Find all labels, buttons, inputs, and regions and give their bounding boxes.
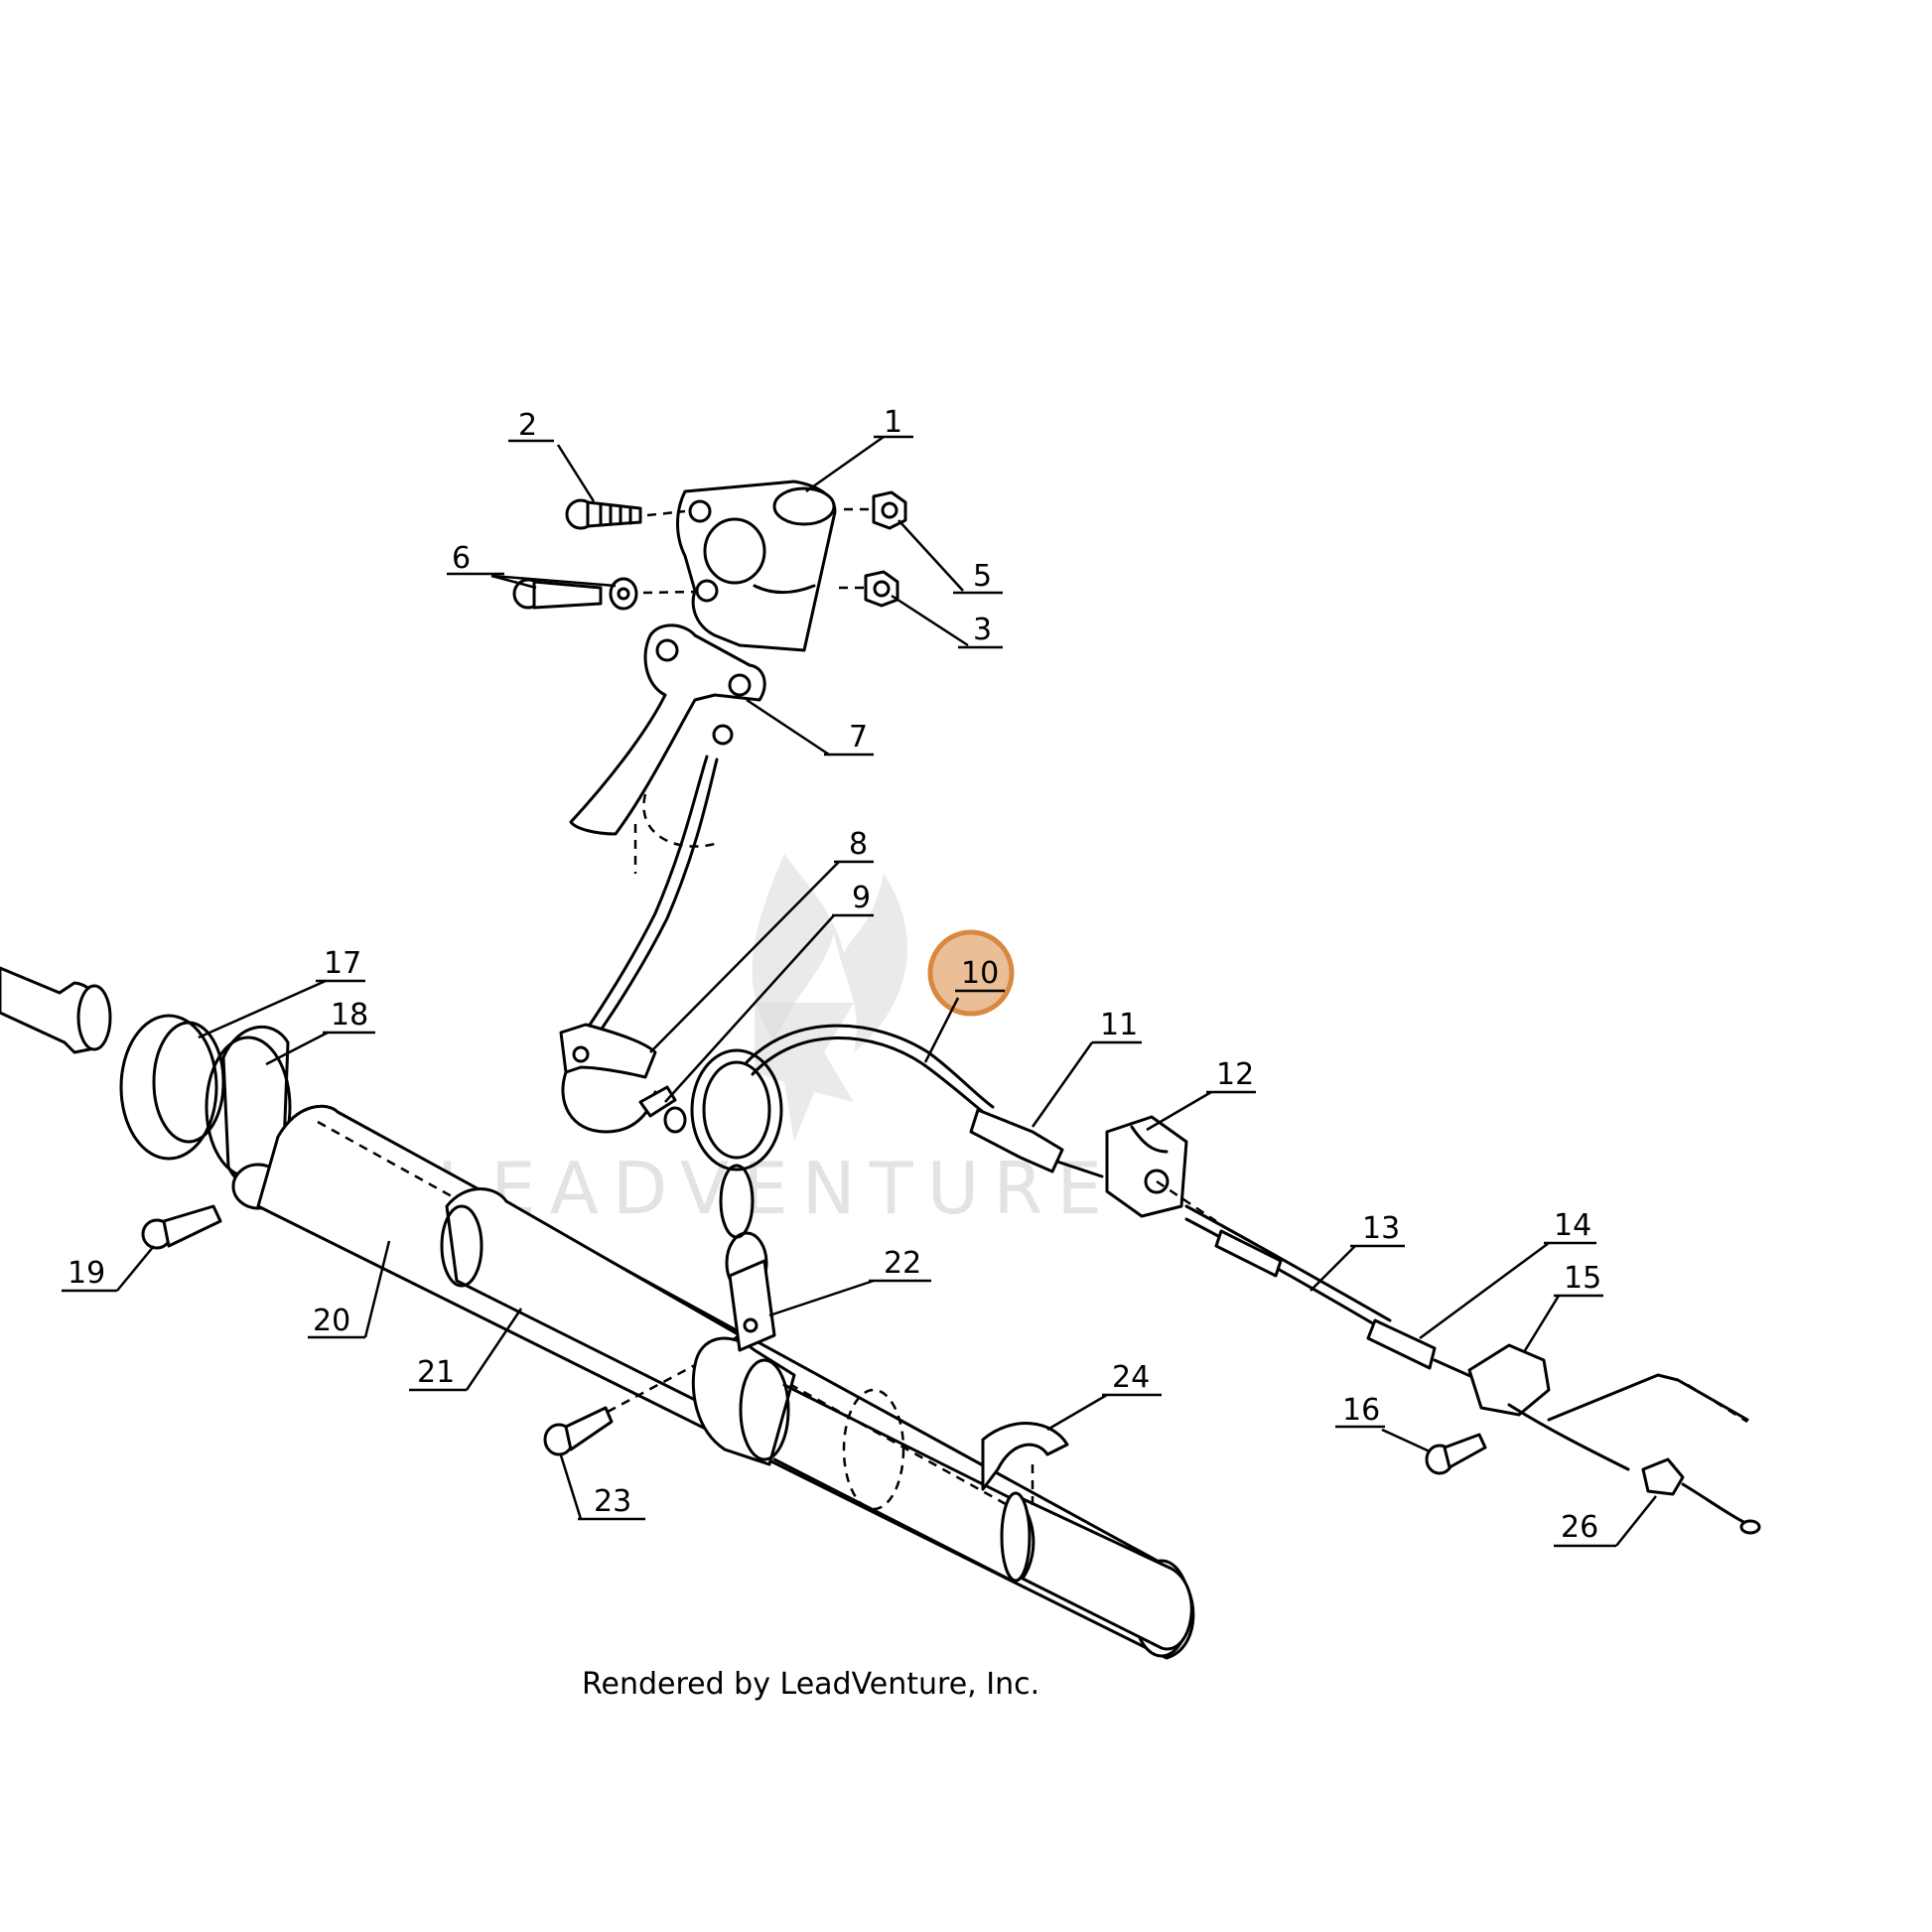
callout-18[interactable]: 18	[265, 998, 375, 1066]
screw-6	[512, 577, 696, 611]
callout-17[interactable]: 17	[198, 946, 365, 1039]
callout-7[interactable]: 7	[746, 698, 874, 757]
callout-9-label: 9	[852, 881, 871, 915]
screw-9	[638, 1085, 687, 1134]
cable-end-fitting	[569, 724, 734, 1056]
callout-21-label: 21	[417, 1355, 455, 1390]
callout-12[interactable]: 12	[1146, 1057, 1256, 1132]
callout-3[interactable]: 3	[891, 594, 1003, 649]
callout-20[interactable]: 20	[308, 1240, 391, 1339]
watermark: LEADVENTURE	[437, 854, 1116, 1230]
clip-24	[981, 1422, 1069, 1509]
callout-16[interactable]: 16	[1335, 1393, 1431, 1453]
callout-14[interactable]: 14	[1419, 1208, 1596, 1340]
callout-21[interactable]: 21	[409, 1308, 523, 1392]
callout-3-label: 3	[973, 613, 992, 647]
callout-11-label: 11	[1100, 1008, 1138, 1042]
throttle-housing	[676, 480, 837, 652]
credit-line: Rendered by LeadVenture, Inc.	[582, 1667, 1039, 1702]
callout-6[interactable]: 6	[447, 541, 617, 590]
callout-26-label: 26	[1561, 1510, 1598, 1545]
nut-5	[844, 490, 907, 530]
callout-19-label: 19	[68, 1256, 105, 1291]
handle-end	[0, 966, 112, 1054]
clamp-8	[559, 1023, 657, 1134]
callout-18-label: 18	[331, 998, 368, 1033]
callout-7-label: 7	[849, 720, 868, 755]
callout-5-label: 5	[973, 559, 992, 594]
watermark-text: LEADVENTURE	[437, 1147, 1116, 1230]
callout-23-label: 23	[594, 1484, 631, 1519]
ring-and-chain	[690, 1048, 783, 1295]
handle-tube	[256, 1104, 1195, 1660]
callout-9[interactable]: 9	[664, 881, 874, 1103]
callout-14-label: 14	[1554, 1208, 1591, 1243]
callout-20-label: 20	[313, 1304, 350, 1338]
cable-assembly	[969, 1108, 1761, 1535]
callout-22[interactable]: 22	[768, 1246, 931, 1317]
callout-13[interactable]: 13	[1310, 1211, 1405, 1292]
callout-22-label: 22	[884, 1246, 921, 1281]
callout-8-label: 8	[849, 827, 868, 862]
screw-23	[543, 1363, 696, 1456]
callout-12-label: 12	[1216, 1057, 1254, 1092]
callout-24-label: 24	[1112, 1360, 1150, 1395]
callout-16-label: 16	[1342, 1393, 1380, 1428]
screw-16	[1425, 1433, 1487, 1475]
bushing-17	[119, 1014, 225, 1161]
callout-8[interactable]: 8	[649, 827, 874, 1053]
screw-2	[565, 498, 686, 530]
callout-labels: 1 2 3 5 6 7	[62, 405, 1657, 1548]
callout-1[interactable]: 1	[805, 405, 913, 493]
callout-10-label: 10	[961, 956, 999, 991]
throttle-cable	[745, 1024, 995, 1118]
callout-13-label: 13	[1362, 1211, 1400, 1246]
callout-1-label: 1	[884, 405, 902, 440]
throttle-lever	[569, 623, 766, 836]
callout-10[interactable]: 10	[923, 929, 1015, 1063]
callout-17-label: 17	[324, 946, 361, 981]
callout-15-label: 15	[1564, 1261, 1601, 1296]
callout-26[interactable]: 26	[1554, 1495, 1657, 1548]
callout-19[interactable]: 19	[62, 1245, 155, 1293]
callout-2[interactable]: 2	[508, 408, 596, 502]
callout-15[interactable]: 15	[1522, 1261, 1603, 1353]
callout-11[interactable]: 11	[1031, 1008, 1142, 1128]
callout-24[interactable]: 24	[1046, 1360, 1162, 1432]
callout-23[interactable]: 23	[559, 1454, 645, 1521]
callout-10-highlight	[927, 929, 1015, 1017]
nut-3	[839, 570, 899, 608]
callout-2-label: 2	[518, 408, 537, 443]
screw-19	[141, 1204, 222, 1250]
callout-6-label: 6	[452, 541, 471, 576]
callout-5[interactable]: 5	[897, 519, 1003, 595]
